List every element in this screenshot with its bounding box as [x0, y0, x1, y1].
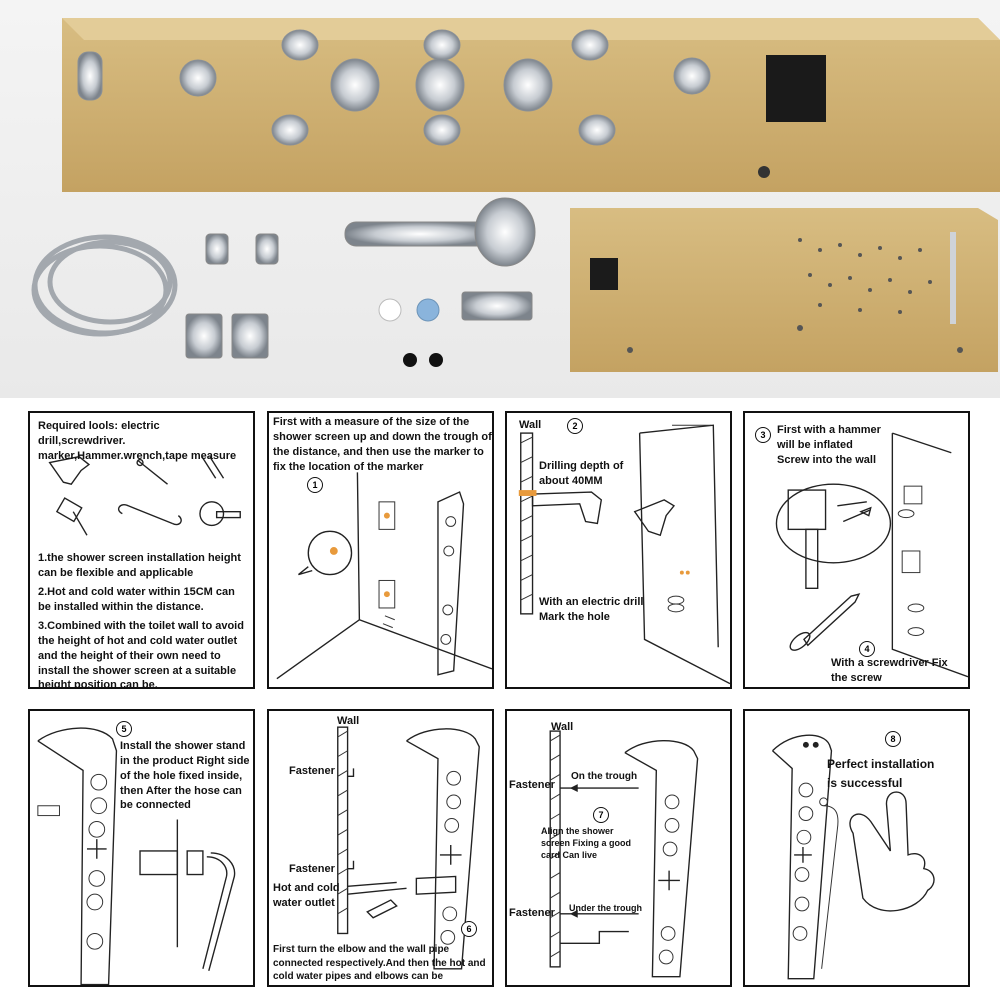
step7-align-text: Align the shower screen Fixing a good ca…: [541, 826, 632, 861]
step6-outlet-label: Hot and cold water outlet: [273, 882, 340, 909]
tools-note-3: 3.Combined with the toilet wall to avoid…: [38, 620, 244, 689]
step8-number: 8: [885, 731, 901, 747]
step4-number: 4: [859, 641, 875, 657]
step5-number: 5: [116, 721, 132, 737]
step8-panel: 8 Perfect installation is successful: [743, 709, 970, 987]
tools-note-1: 1.the shower screen installation height …: [38, 552, 241, 579]
step7-fastener-bottom: Fastener: [509, 907, 555, 919]
tools-panel: Required lools: electric drill,screwdriv…: [28, 411, 255, 689]
step3-text: First with a hammer will be inflated Scr…: [777, 424, 881, 466]
step7-panel: 7 Wall Fastener Fastener On the trough A…: [505, 709, 732, 987]
step5-illustration: [37, 727, 236, 985]
step4-text: With a screwdriver Fix the screw: [831, 657, 948, 684]
step6-number: 6: [461, 921, 477, 937]
tools-illustration: [48, 455, 241, 536]
step7-wall-label: Wall: [551, 721, 574, 733]
step34-illustration: [775, 432, 968, 678]
step2-number: 2: [567, 418, 583, 434]
step5-text: Install the shower stand in the product …: [120, 740, 250, 812]
step2-wall-label: Wall: [519, 419, 542, 431]
step6-illustration: [337, 726, 480, 970]
step6-wall-label: Wall: [337, 715, 360, 727]
step8-illustration: [772, 734, 935, 980]
step2-panel: 2 Wall Drilling depth of about 40MM With…: [505, 411, 732, 689]
step3-number: 3: [755, 427, 771, 443]
step6-panel: 6 Wall Fastener Fastener Hot and cold wa…: [267, 709, 494, 987]
product-photo: [0, 0, 1000, 398]
step6-fastener-top: Fastener: [289, 765, 335, 777]
step2-depth-label: Drilling depth of about 40MM: [539, 460, 624, 487]
step5-panel: 5 Install the shower stand in the produc…: [28, 709, 255, 987]
step6-text: First turn the elbow and the wall pipe c…: [273, 944, 486, 985]
step1-text: First with a measure of the size of the …: [273, 416, 492, 473]
step1-illustration: [276, 472, 492, 680]
step1-number: 1: [307, 477, 323, 493]
step1-panel: 1 First with a measure of the size of th…: [267, 411, 494, 689]
step6-fastener-bottom: Fastener: [289, 863, 335, 875]
step7-number: 7: [593, 807, 609, 823]
tools-title: Required lools: electric drill,screwdriv…: [38, 420, 237, 462]
step2-illustration: [518, 424, 730, 685]
step2-drill-label: With an electric drill Mark the hole: [539, 596, 644, 623]
step7-on-trough: On the trough: [571, 771, 638, 782]
step7-under-trough: Under the trough: [569, 903, 642, 913]
step7-illustration: [549, 730, 699, 978]
product-photo-art: [31, 18, 1000, 372]
step7-fastener-top: Fastener: [509, 779, 555, 791]
step8-text: Perfect installation is successful: [827, 757, 935, 791]
tools-note-2: 2.Hot and cold water within 15CM can be …: [38, 586, 235, 613]
step34-panel: 3 4 First with a hammer will be inflated…: [743, 411, 970, 689]
